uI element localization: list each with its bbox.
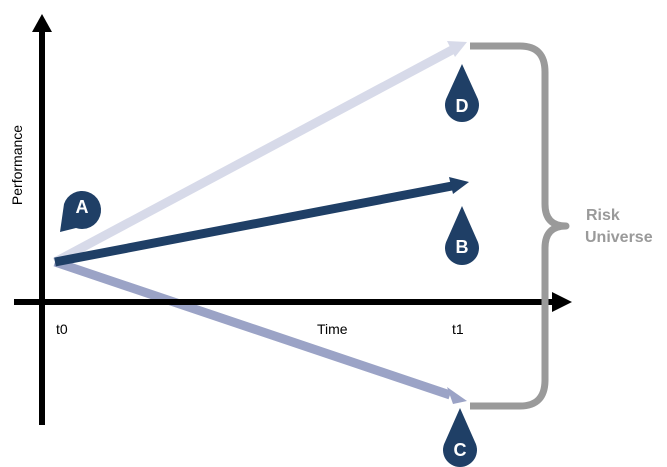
marker-b-drop-icon: [445, 206, 479, 265]
arrow-d: [52, 46, 455, 266]
arrow-d-head: [447, 41, 467, 57]
scenario-arrows: [52, 41, 469, 404]
x-axis-arrowhead: [552, 292, 572, 312]
marker-d-drop-icon: [445, 64, 479, 122]
t0-label: t0: [56, 321, 68, 337]
risk-universe-line2: Universe: [585, 229, 653, 246]
arrow-b: [54, 181, 453, 267]
risk-universe-brace: [470, 42, 570, 410]
t1-label: t1: [452, 321, 464, 337]
x-axis-label: Time: [317, 321, 348, 337]
marker-b: B: [445, 206, 479, 265]
arrow-c-head: [447, 387, 467, 404]
marker-a: A: [60, 190, 102, 232]
marker-a-drop-icon: [60, 190, 102, 232]
marker-d: D: [445, 64, 479, 122]
marker-c: C: [443, 408, 477, 467]
marker-b-label: B: [456, 237, 469, 257]
y-axis-label: Performance: [9, 125, 25, 205]
risk-universe-line1: Risk: [586, 207, 620, 224]
marker-a-label: A: [76, 197, 89, 217]
marker-d-label: D: [456, 96, 469, 116]
marker-c-drop-icon: [443, 408, 477, 467]
axes: [14, 14, 572, 425]
marker-c-label: C: [454, 440, 467, 460]
arrow-b-head: [449, 177, 469, 194]
arrow-c: [53, 257, 452, 400]
y-axis-arrowhead: [32, 14, 52, 32]
